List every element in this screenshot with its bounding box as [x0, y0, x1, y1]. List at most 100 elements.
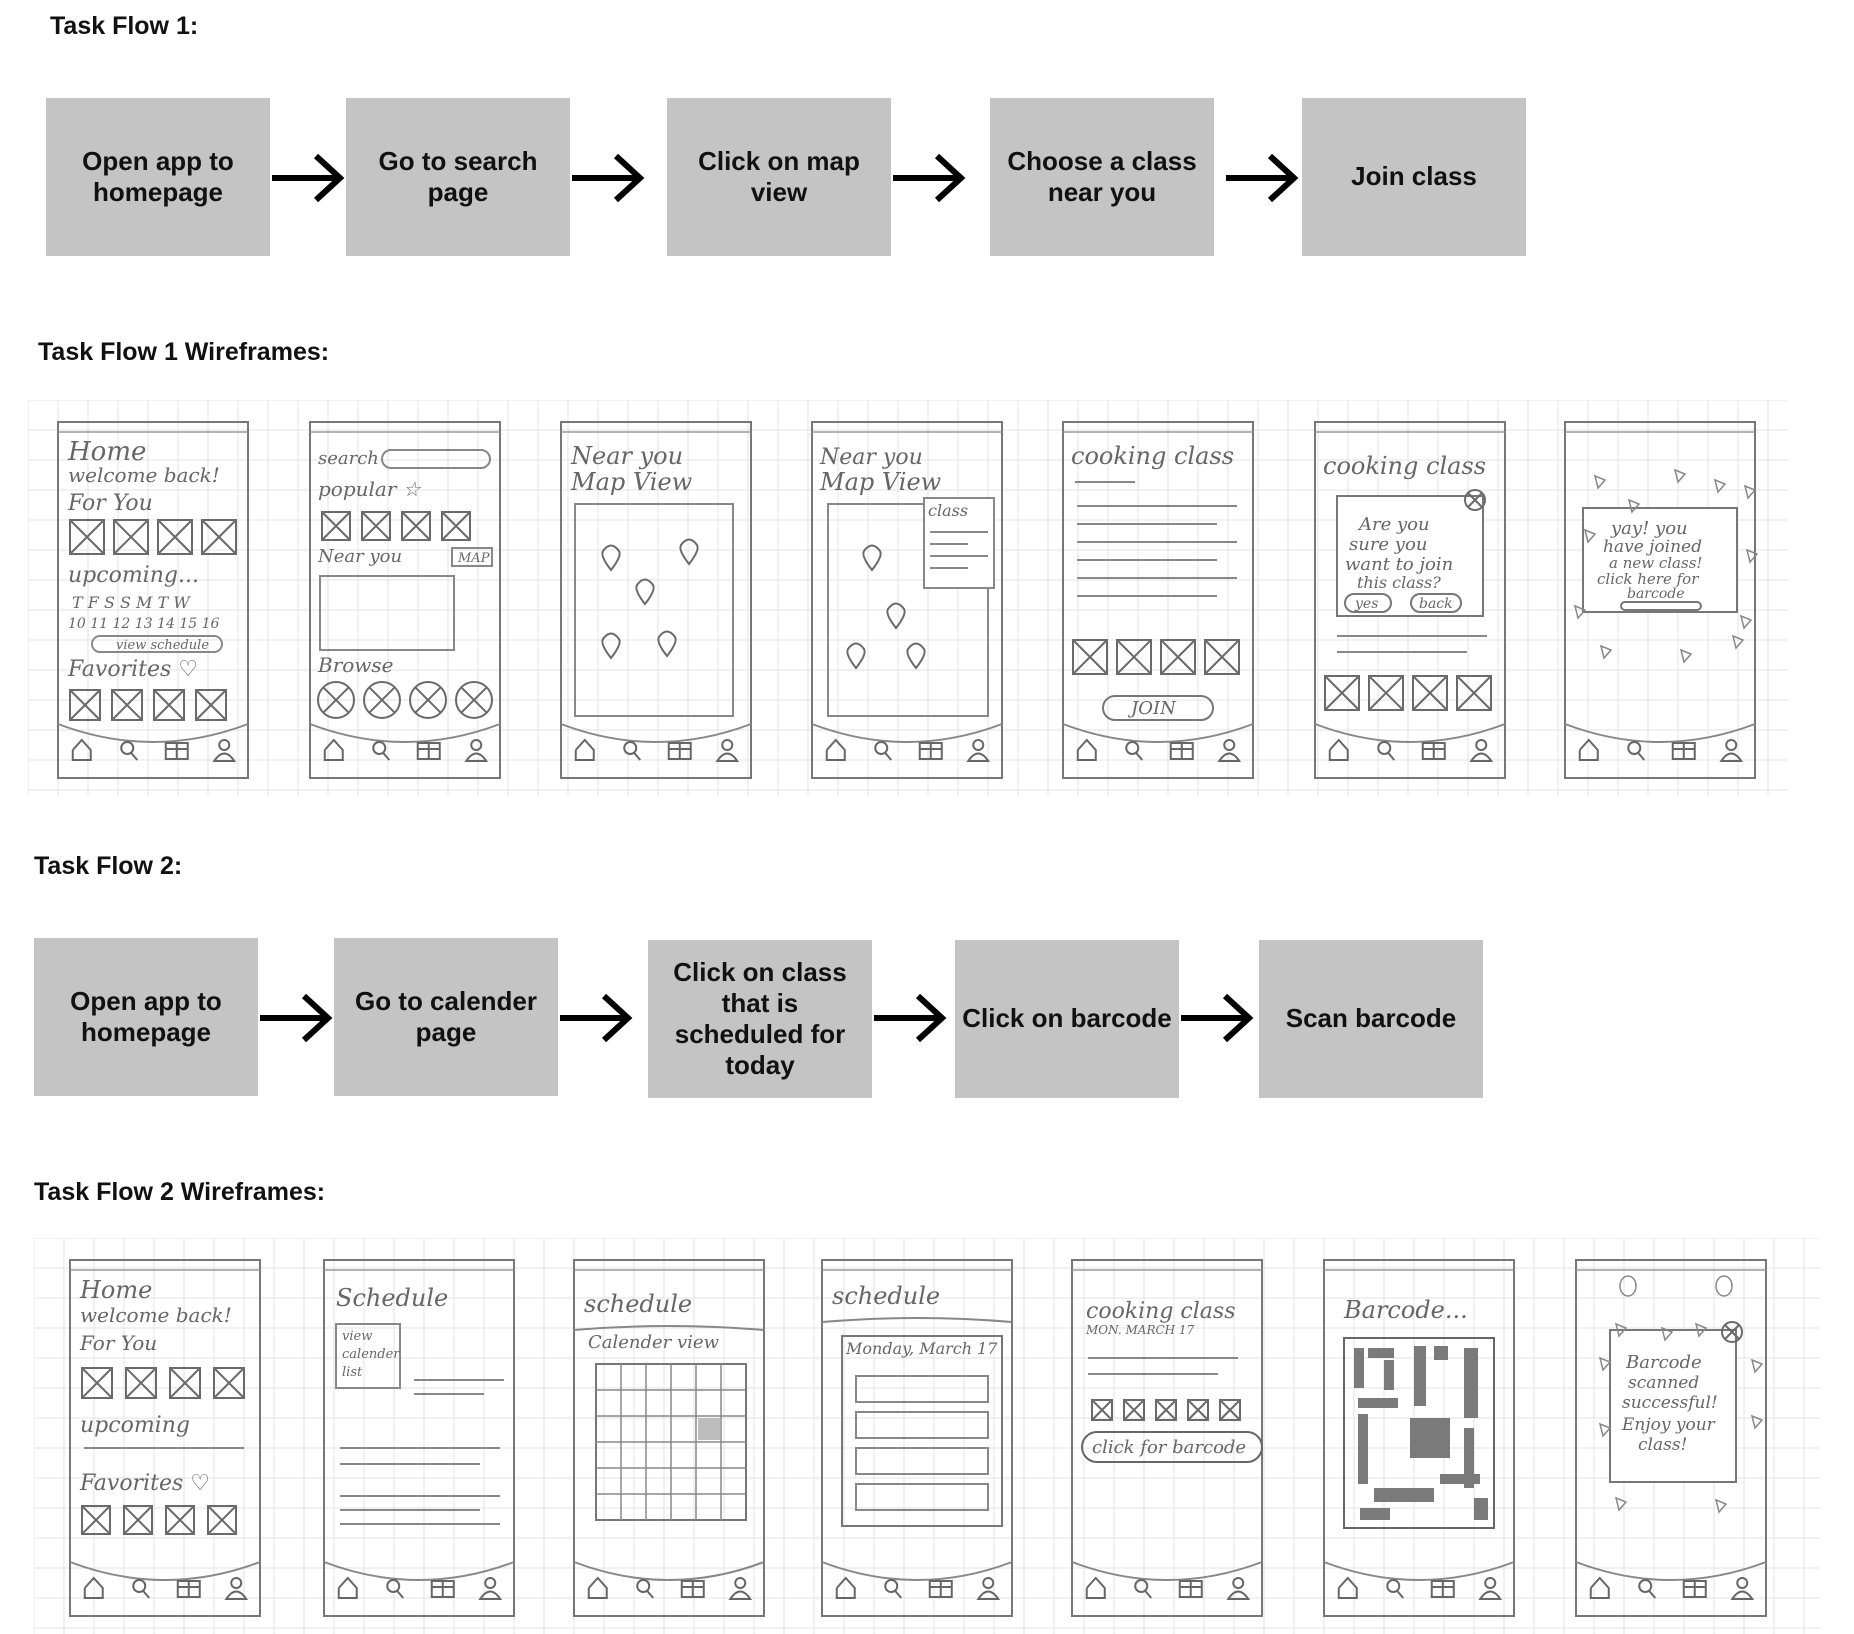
calendar-icon — [667, 742, 692, 760]
barcode-block — [1360, 1508, 1390, 1520]
map-pin-icon — [657, 630, 677, 658]
calendar-icon — [928, 1580, 953, 1598]
profile-icon — [966, 739, 991, 762]
wireframe-label: JOIN — [1127, 698, 1177, 719]
search-icon — [1125, 741, 1144, 761]
calendar-icon — [1671, 742, 1696, 760]
wireframe-label: cooking class — [1323, 452, 1486, 480]
wireframe-label: Map View — [819, 468, 942, 496]
search-icon — [1386, 1579, 1405, 1599]
right-arrow-icon — [874, 993, 947, 1043]
wireframe-label: cooking class — [1071, 442, 1234, 470]
tf1-step-2: Go to search page — [346, 98, 570, 256]
profile-icon — [1469, 739, 1494, 762]
confetti — [1714, 1498, 1728, 1514]
wireframe-label: Barcode — [1625, 1352, 1702, 1373]
map-pin-icon — [846, 642, 866, 670]
profile-icon — [1217, 739, 1242, 762]
wireframe-label: schedule — [832, 1282, 940, 1310]
calendar-icon — [176, 1580, 201, 1598]
confetti — [1598, 1422, 1612, 1438]
barcode-block — [1358, 1414, 1368, 1484]
home-icon — [825, 738, 846, 761]
calendar-icon — [1178, 1580, 1203, 1598]
calendar-icon — [1682, 1580, 1707, 1598]
profile-icon — [1226, 1577, 1251, 1600]
search-icon — [120, 741, 139, 761]
right-arrow-icon — [572, 153, 645, 203]
confetti — [1599, 644, 1613, 660]
wireframe-label: yes — [1354, 596, 1378, 612]
profile-icon — [1478, 1577, 1503, 1600]
barcode-block — [1354, 1348, 1364, 1388]
wireframe-label: class! — [1638, 1435, 1687, 1455]
calendar-icon — [918, 742, 943, 760]
tf1-step-4: Choose a class near you — [990, 98, 1214, 256]
wireframe-label: yay! you — [1610, 518, 1688, 539]
confetti — [1745, 548, 1759, 564]
wireframe-label: view schedule — [116, 638, 209, 653]
barcode-block — [1374, 1488, 1434, 1502]
tf2-step-3: Click on class that is scheduled for tod… — [648, 940, 872, 1098]
tf2-step-5: Scan barcode — [1259, 940, 1483, 1098]
wireframe-label: Favorites ♡ — [79, 1471, 210, 1496]
confetti — [1598, 1356, 1612, 1372]
wireframe-label: upcoming — [80, 1413, 190, 1438]
search-icon — [1627, 741, 1646, 761]
wireframe-label: MON. MARCH 17 — [1085, 1323, 1195, 1337]
balloon — [1715, 1275, 1733, 1297]
right-arrow-icon — [560, 993, 633, 1043]
barcode-block — [1358, 1398, 1398, 1408]
wireframe-label: sure you — [1349, 534, 1427, 555]
tf1-step-1: Open app to homepage — [46, 98, 270, 256]
confetti — [1627, 498, 1641, 514]
wireframe-label: cooking class — [1086, 1299, 1235, 1324]
wireframe-label: back — [1419, 596, 1453, 612]
wireframe-label: Are you — [1357, 514, 1430, 535]
home-icon — [574, 738, 595, 761]
wireframe-label: class — [928, 501, 968, 520]
wireframe-label: Near you — [570, 442, 683, 470]
barcode-block — [1384, 1360, 1394, 1390]
calendar-icon — [430, 1580, 455, 1598]
wireframe-label: T F S S M T W — [72, 593, 191, 612]
wireframe-label: MAP — [457, 551, 490, 566]
calendar-icon — [416, 742, 441, 760]
calendar-icon — [680, 1580, 705, 1598]
barcode-block — [1368, 1348, 1394, 1358]
barcode-block — [1464, 1348, 1478, 1418]
home-icon — [337, 1576, 358, 1599]
right-arrow-icon — [893, 153, 966, 203]
map-pin-icon — [862, 544, 882, 572]
wireframe-label: Near you — [317, 546, 402, 567]
wireframe-label: barcode — [1627, 586, 1685, 602]
profile-icon — [1719, 739, 1744, 762]
home-icon — [1085, 1576, 1106, 1599]
wireframe-label: have joined — [1603, 537, 1702, 557]
barcode-block — [1440, 1474, 1480, 1484]
right-arrow-icon — [272, 153, 345, 203]
wireframe-label: click for barcode — [1092, 1437, 1246, 1458]
search-icon — [1377, 741, 1396, 761]
calendar-icon — [164, 742, 189, 760]
search-icon — [1638, 1579, 1657, 1599]
home-icon — [323, 738, 344, 761]
home-icon — [1589, 1576, 1610, 1599]
wireframe-label: For You — [67, 491, 153, 516]
calendar-icon — [1421, 742, 1446, 760]
home-icon — [1076, 738, 1097, 761]
wireframe-label: this class? — [1357, 573, 1441, 592]
tf2-step-2: Go to calender page — [334, 938, 558, 1096]
wireframe-label: upcoming... — [68, 563, 199, 588]
confetti — [1750, 1358, 1764, 1374]
wireframe-label: Favorites ♡ — [67, 657, 198, 682]
profile-icon — [728, 1577, 753, 1600]
wireframe-label: search — [318, 448, 379, 469]
calendar-icon — [1430, 1580, 1455, 1598]
home-icon — [835, 1576, 856, 1599]
